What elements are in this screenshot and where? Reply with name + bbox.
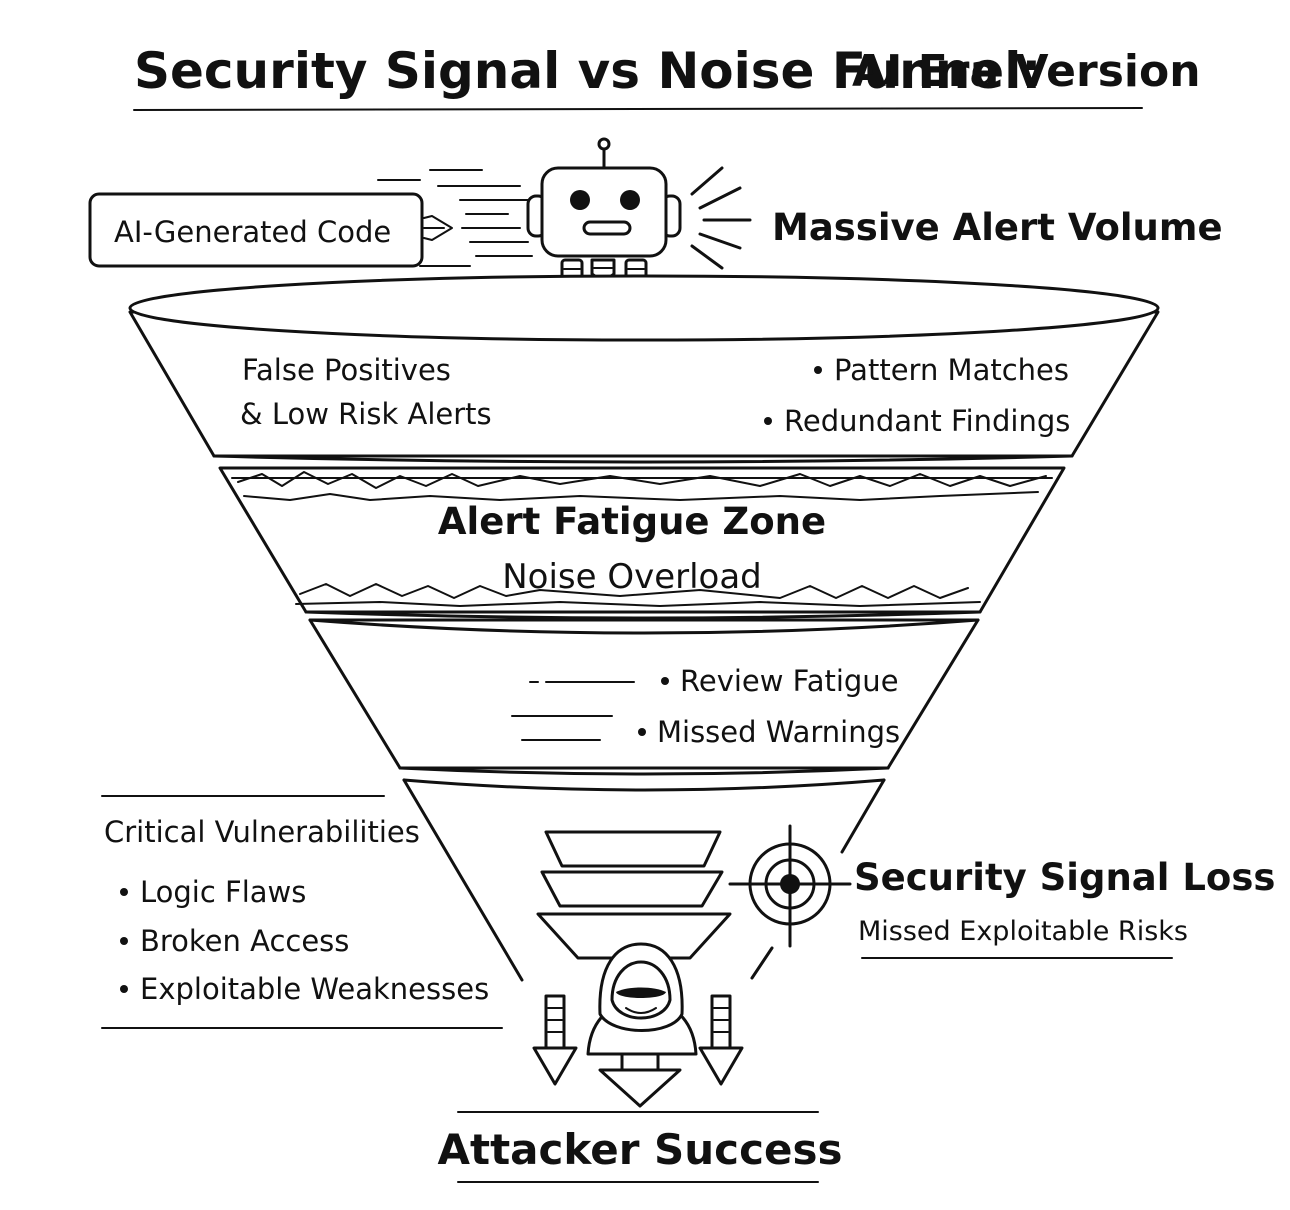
hooded-attacker-icon bbox=[586, 942, 698, 1056]
critical-list: Logic Flaws Broken Access Exploitable We… bbox=[120, 875, 489, 1006]
tier1-left-line1: False Positives bbox=[242, 353, 451, 387]
stacked-filter-layers bbox=[536, 830, 732, 960]
massive-alert-volume-label: Massive Alert Volume bbox=[772, 206, 1223, 249]
critical-heading: Critical Vulnerabilities bbox=[104, 815, 420, 849]
down-arrow-icon bbox=[532, 994, 578, 1086]
speed-lines-icon bbox=[377, 169, 533, 267]
tier1-item: Redundant Findings bbox=[784, 404, 1070, 438]
title-underline bbox=[133, 107, 1143, 111]
down-arrow-icon bbox=[698, 994, 744, 1086]
funnel-tier-4 bbox=[402, 778, 886, 982]
critical-item: Logic Flaws bbox=[140, 875, 306, 909]
alert-fatigue-heading: Alert Fatigue Zone bbox=[438, 500, 826, 543]
funnel-tier-3 bbox=[308, 618, 980, 776]
title-sub: AI Era Version bbox=[852, 46, 1201, 97]
tier3-item: Review Fatigue bbox=[680, 664, 899, 698]
critical-item: Exploitable Weaknesses bbox=[140, 972, 489, 1006]
tier1-right-list: Pattern Matches Redundant Findings bbox=[764, 353, 1070, 438]
ai-code-box: AI-Generated Code bbox=[88, 192, 424, 268]
attacker-success-label: Attacker Success bbox=[438, 1125, 843, 1174]
tier3-list: Review Fatigue Missed Warnings bbox=[638, 664, 900, 749]
target-crosshair-icon bbox=[728, 824, 852, 948]
critical-item: Broken Access bbox=[140, 924, 349, 958]
motion-lines-icon bbox=[511, 681, 635, 741]
signal-loss-heading: Security Signal Loss bbox=[854, 856, 1275, 899]
funnel-tier-2 bbox=[218, 466, 1066, 620]
title-main: Security Signal vs Noise Funnel: bbox=[134, 42, 1041, 100]
noise-overload-label: Noise Overload bbox=[502, 557, 762, 597]
tier1-item: Pattern Matches bbox=[834, 353, 1069, 387]
funnel-tier-1 bbox=[128, 274, 1160, 464]
robot-icon bbox=[526, 137, 682, 284]
burst-lines-icon bbox=[690, 166, 752, 270]
tier1-left-line2: & Low Risk Alerts bbox=[240, 397, 492, 431]
arrow-right-icon bbox=[423, 215, 453, 241]
tier3-item: Missed Warnings bbox=[657, 715, 900, 749]
ai-code-label: AI-Generated Code bbox=[114, 215, 391, 249]
signal-loss-subheading: Missed Exploitable Risks bbox=[858, 916, 1188, 947]
